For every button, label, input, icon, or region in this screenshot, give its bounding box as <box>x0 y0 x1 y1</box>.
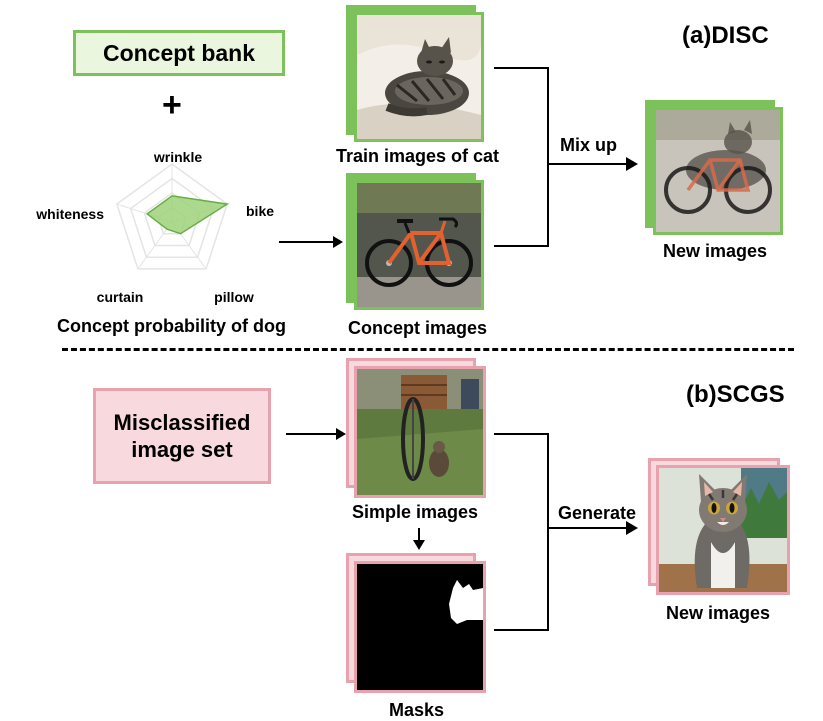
mix-up-label: Mix up <box>560 135 617 155</box>
disc-new-images-label: New images <box>663 241 768 261</box>
simple-image-photo <box>354 366 486 498</box>
radar-caption: Concept probability of dog <box>57 316 286 336</box>
disc-merge-connector <box>494 67 638 247</box>
arrow-misclassified-to-simple <box>286 428 346 440</box>
simple-images-label: Simple images <box>352 502 479 522</box>
radar-axis-label-bike: bike <box>246 203 274 219</box>
radar-value-polygon <box>145 195 230 235</box>
radar-axis-label-pillow: pillow <box>214 289 254 305</box>
concept-bank-box: Concept bank <box>73 30 285 76</box>
arrow-simple-to-masks <box>413 528 425 550</box>
radar-axis-line <box>137 221 173 270</box>
concept-images-label: Concept images <box>348 318 488 338</box>
radar-axis-label-curtain: curtain <box>97 289 144 305</box>
scgs-merge-connector <box>494 433 638 631</box>
concept-radar-chart: wrinkle bike pillow curtain whiteness <box>35 149 274 305</box>
train-image-cat <box>354 12 484 142</box>
plus-symbol: + <box>162 86 182 124</box>
radar-axis-label-whiteness: whiteness <box>35 206 104 222</box>
disc-section-title: (a)DISC <box>682 22 769 49</box>
masks-label: Masks <box>389 700 445 720</box>
section-divider <box>62 348 794 351</box>
misclassified-image-set-box: Misclassified image set <box>93 388 271 484</box>
radar-grid-ring <box>115 163 229 270</box>
scgs-section-title: (b)SCGS <box>686 381 785 408</box>
generate-label: Generate <box>558 503 637 523</box>
disc-new-image-mixed <box>653 107 783 235</box>
scgs-new-image-cat <box>656 465 790 595</box>
mask-image <box>354 561 486 693</box>
scgs-new-images-label: New images <box>666 603 771 623</box>
concept-image-bike <box>354 180 484 310</box>
train-images-label: Train images of cat <box>336 146 500 166</box>
arrow-radar-to-concept <box>279 236 343 248</box>
radar-axis-label-wrinkle: wrinkle <box>153 149 202 165</box>
